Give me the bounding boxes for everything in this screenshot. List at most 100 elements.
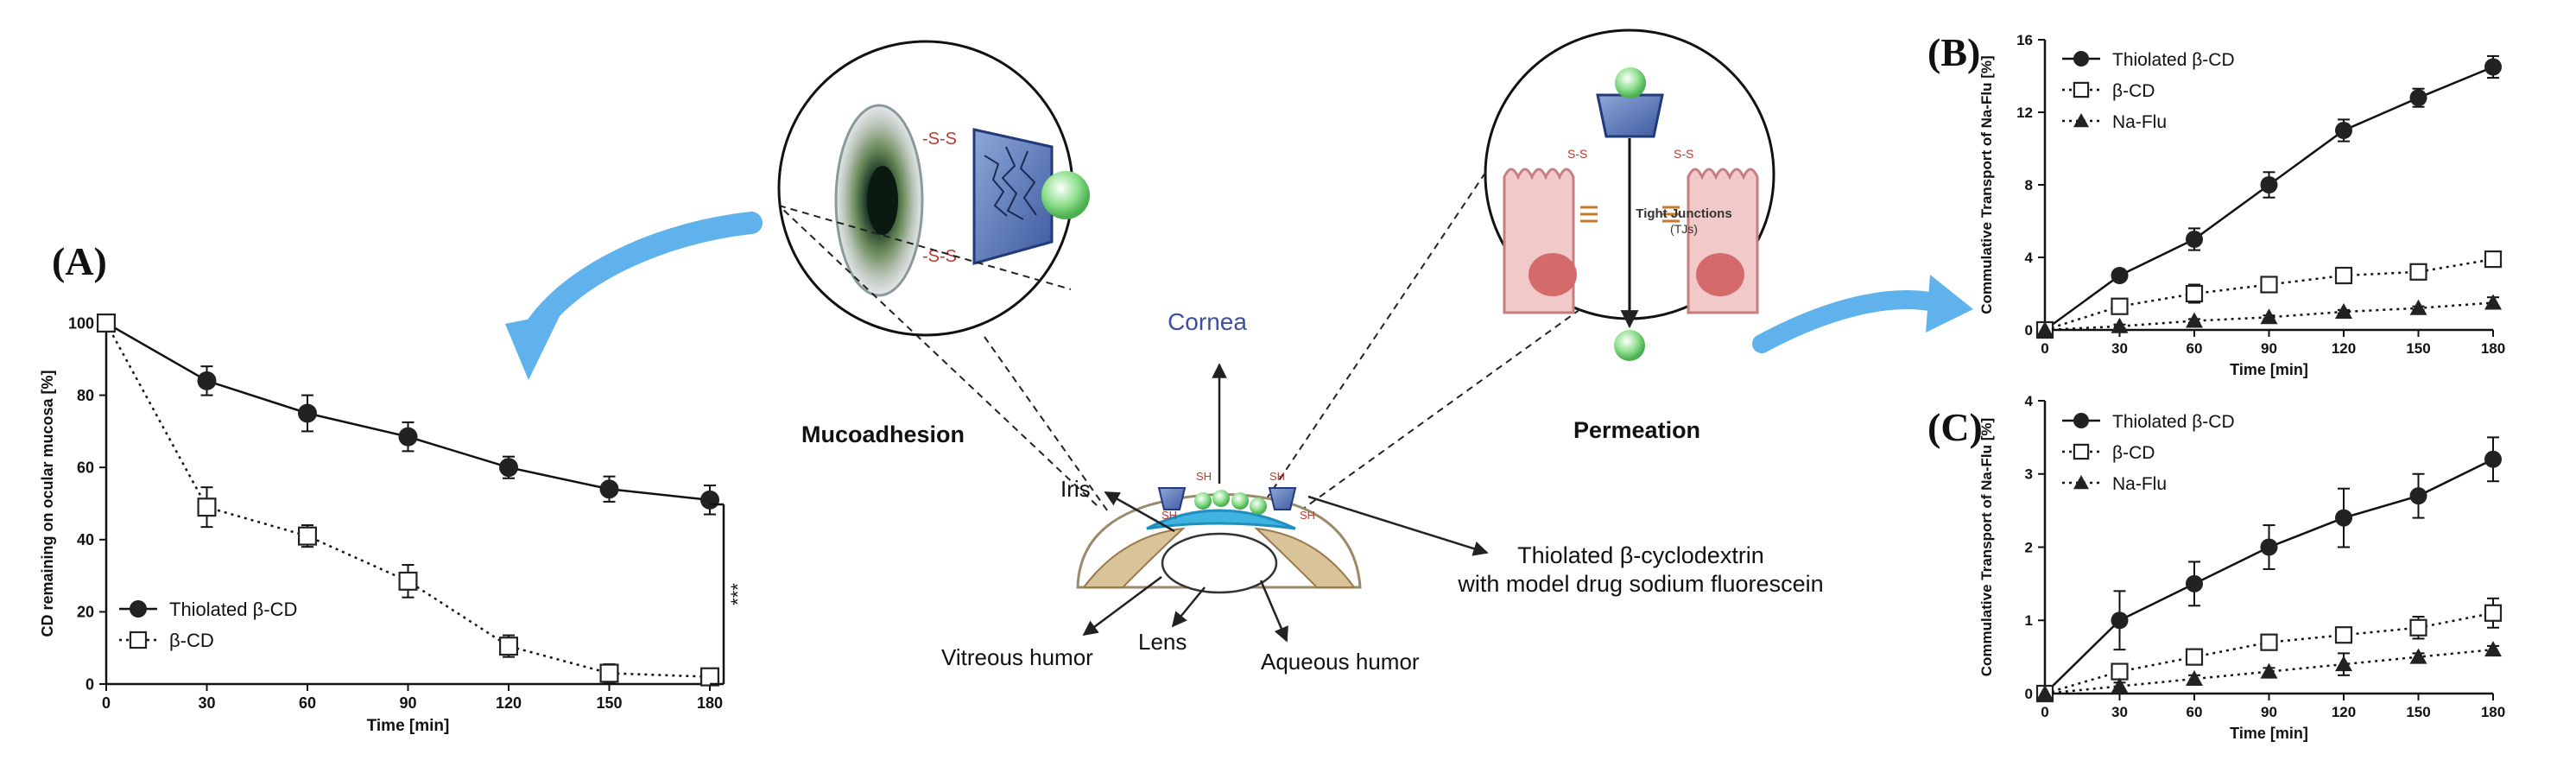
chart-b-x-tick-label: 30 [2111,340,2128,357]
chart-c-point [2111,662,2129,681]
chart-c-point [2409,487,2427,505]
chart-c-legend-marker [2073,475,2089,490]
chart-a-y-tick-label: 80 [77,387,94,404]
chart-c-point [2484,641,2502,657]
chart-c-point [2334,626,2353,644]
chart-a-point [699,667,719,687]
chart-c-legend-marker [2073,443,2090,460]
chart-c-point [2409,648,2427,664]
chart-c-x-tick-label: 90 [2261,704,2277,720]
drug-bead-icon [1041,171,1090,219]
chart-c-x-tick-label: 150 [2406,704,2430,720]
chart-b-point [2036,321,2054,337]
sh-label-3: SH [1269,470,1285,483]
thiolated-cd-label-line2: with model drug sodium fluorescein [1457,571,1823,597]
sh-label-2: SH [1196,470,1212,483]
chart-a-legend-label: β-CD [169,630,214,651]
chart-c-x-tick-label: 0 [2041,704,2048,720]
aqueous-humor-label: Aqueous humor [1261,649,1420,675]
chart-c-legend-marker [2073,413,2089,428]
chart-c-x-tick-label: 60 [2187,704,2203,720]
chart-a-series-0-line [105,321,711,502]
chart-a-point [96,314,116,333]
chart-b-y-tick-label: 4 [2025,250,2034,266]
significance-bracket: *** [710,503,749,686]
chart-c-x-tick-label: 30 [2111,704,2128,720]
nucleus-right-icon [1696,253,1744,296]
chart-b-series-1 [2035,250,2503,339]
chart-b-series-2 [2036,294,2502,337]
nucleus-left-icon [1529,253,1577,296]
chart-c-point [2260,662,2278,679]
iris-label: Iris [1060,476,1091,502]
chart-a-legend-label: Thiolated β-CD [169,599,297,620]
bead-1-icon [1194,492,1212,510]
cornea-layer-icon [1146,509,1296,530]
chart-c-y-tick-label: 2 [2025,539,2033,555]
cyclodextrin-cone-top-icon [1596,93,1664,138]
curved-arrow-right-icon [1752,290,1944,353]
panel-label-c: (C) [1927,405,1983,449]
chart-b-point [2111,267,2129,284]
chart-a-x-tick-label: 150 [596,694,622,712]
chart-c-point [2484,450,2502,468]
chart-b-y-tick-label: 0 [2025,322,2033,339]
thiolated-cd-label-line1: Thiolated β-cyclodextrin [1517,542,1764,568]
chart-a-point [298,403,317,423]
chart-b-point [2409,299,2427,315]
ss-label-left: S-S [1567,147,1587,161]
ss-label-top: -S-S [922,130,957,149]
bead-2-icon [1212,490,1230,507]
chart-a-x-tick-label: 180 [697,694,723,712]
ss-label-bottom: -S-S [922,247,957,266]
chart-c-x-tick-label: 180 [2481,704,2505,720]
chart-b-point [2335,122,2352,139]
chart-a-x-tick-label: 30 [198,694,215,712]
mucoadhesion-zoom-circle: -S-S -S-S [777,40,1090,337]
chart-b-point [2484,58,2502,76]
chart-c-point [2260,633,2278,651]
chart-b-x-tick-label: 120 [2332,340,2356,357]
chart-a-x-tick-label: 60 [299,694,316,712]
tight-junctions-abbr: (TJs) [1670,222,1698,236]
chart-c-point [2335,509,2352,527]
chart-c-point [2260,538,2278,556]
chart-c-point [2111,677,2129,694]
bead-3-icon [1231,492,1249,510]
chart-a-y-tick-label: 100 [68,314,94,332]
chart-b-point [2334,266,2353,285]
chart-c-point [2484,604,2503,622]
lens-icon [1161,532,1278,594]
chart-a-series-0 [97,314,719,516]
curved-arrow-left-icon [524,212,763,339]
chart-a-x-tick-label: 90 [399,694,416,712]
sh-label-4: SH [1300,509,1315,522]
permeation-zoom-circle: S-S S-S Tight Junctions (TJs) [1484,29,1775,361]
chart-b-point [2409,89,2427,107]
chart-b-point [2484,250,2503,269]
iris-right-icon [1254,527,1356,588]
curved-arrow-right-head-icon [1926,275,1973,333]
chart-b-y-tick-label: 12 [2016,105,2033,121]
chart-c-series-0 [2036,436,2502,702]
chart-b-y-tick-label: 8 [2025,177,2033,193]
chart-c-point [2036,685,2054,700]
chart-c-y-axis-label: Commulative Transport of Na-Flu [%] [1978,418,1995,676]
chart-b-point [2111,297,2129,315]
chart-b-x-axis-label: Time [min] [2230,361,2308,378]
chart-c-series-2 [2036,641,2502,700]
chart-c-y-tick-label: 3 [2025,466,2033,483]
chart-b-y-tick-label: 16 [2016,32,2033,48]
chart-b-x-tick-label: 90 [2261,340,2277,357]
chart-a-legend-marker [129,630,148,649]
chart-c-point [2335,656,2352,672]
tight-junction-icon [1580,206,1680,223]
chart-a-point [700,490,719,510]
lens-label: Lens [1138,629,1187,655]
chart-b-legend-label: Na-Flu [2112,112,2167,132]
chart-c-y-tick-label: 1 [2025,612,2033,629]
chart-c-legend-label: Na-Flu [2112,474,2167,494]
chart-b-x-tick-label: 60 [2187,340,2203,357]
